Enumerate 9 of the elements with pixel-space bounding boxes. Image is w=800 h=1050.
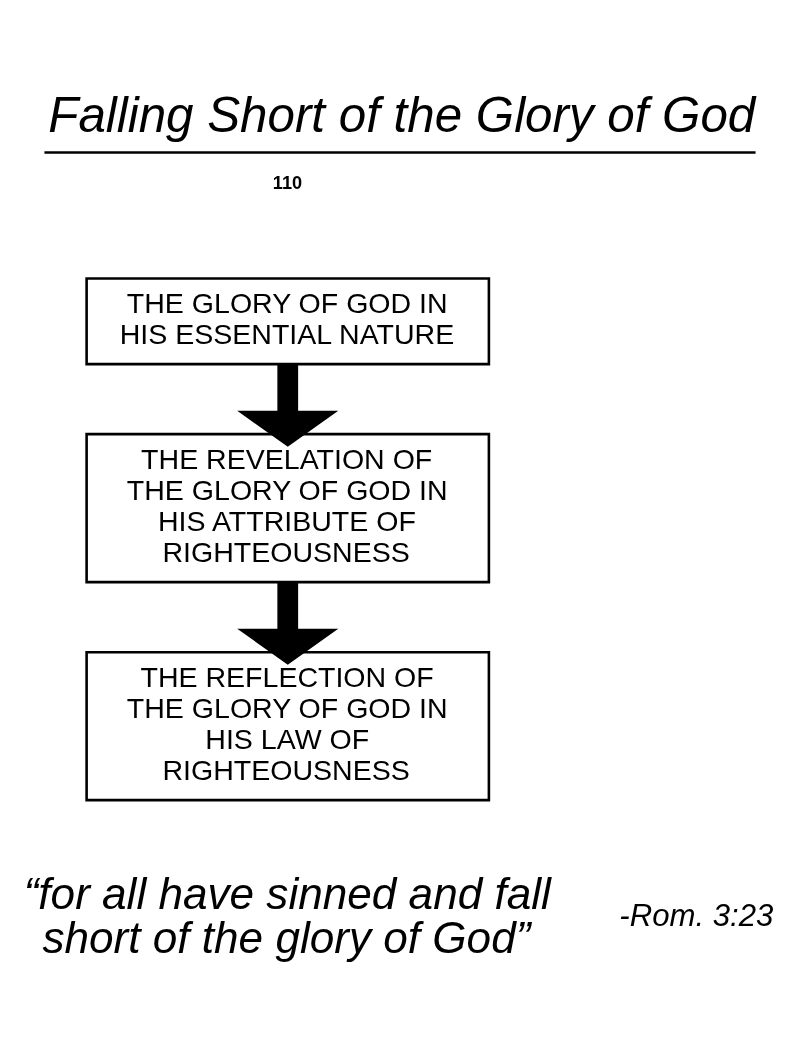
arrow (237, 364, 339, 447)
label: -Rom. 3:23 (619, 898, 774, 934)
node-box: THE REFLECTION OF THE GLORY OF GOD IN HIS LAW OF RIGHTEOUSNESS (85, 650, 491, 802)
node-box: THE REVELATION OF THE GLORY OF GOD IN HIS ATTRIBUTE OF RIGHTEOUSNESS (85, 432, 491, 584)
caption: “for all have sinned and fall short of the glory of God” (23, 869, 551, 963)
label: 110 (272, 172, 303, 193)
node-box: THE GLORY OF GOD IN HIS ESSENTIAL NATURE (85, 277, 491, 366)
arrow (237, 582, 339, 665)
diagram-title: Falling Short of the Glory of God (48, 87, 756, 143)
